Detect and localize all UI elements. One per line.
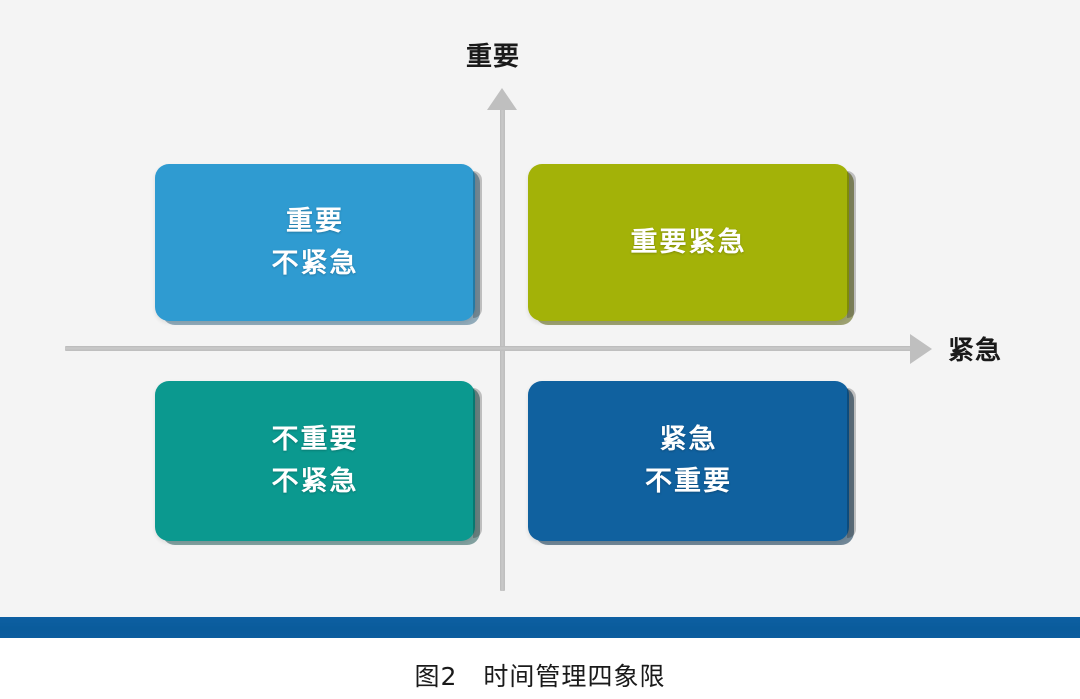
quadrant-not-important-not-urgent[interactable]: 不重要 不紧急 — [155, 381, 482, 541]
bottom-blue-divider — [0, 617, 1080, 638]
quadrant-label-line: 重要紧急 — [630, 226, 747, 257]
quadrant-label-line: 不紧急 — [271, 466, 359, 496]
quadrant-important-not-urgent[interactable]: 重要 不紧急 — [155, 164, 482, 321]
arrow-up-icon — [487, 88, 517, 110]
quadrant-label-line: 重要 — [286, 205, 344, 236]
quadrant-important-urgent[interactable]: 重要紧急 — [528, 164, 856, 321]
quadrant-label-line: 紧急 — [659, 424, 718, 455]
arrow-right-icon — [910, 334, 932, 364]
quadrant-label-line: 不重要 — [645, 466, 732, 496]
x-axis-label: 紧急 — [948, 335, 1003, 365]
horizontal-axis-line — [65, 346, 913, 351]
figure-caption: 图2 时间管理四象限 — [414, 662, 666, 691]
quadrant-label-line: 不重要 — [271, 424, 359, 455]
quadrant-label-line: 不紧急 — [271, 247, 359, 278]
quadrant-urgent-not-important[interactable]: 紧急 不重要 — [528, 381, 856, 541]
y-axis-label: 重要 — [466, 41, 521, 71]
